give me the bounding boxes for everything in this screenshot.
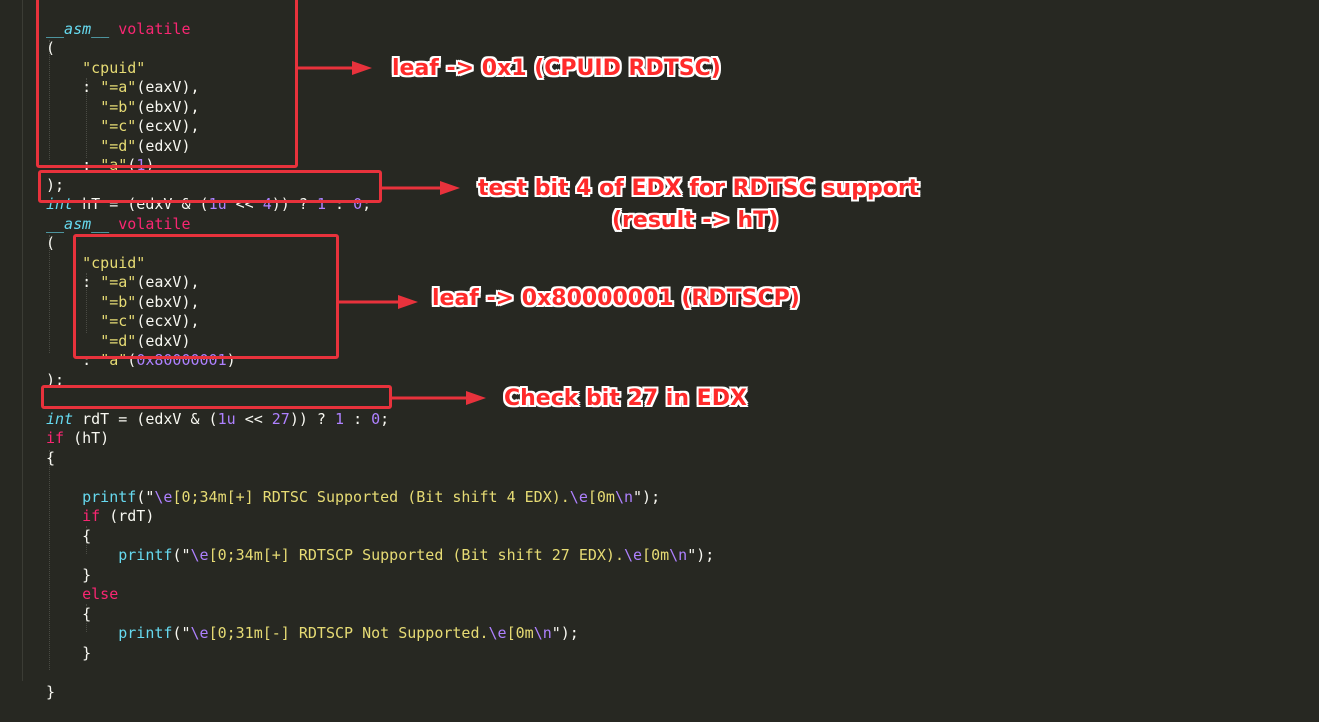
indent-guide bbox=[49, 40, 50, 160]
code-line bbox=[46, 468, 714, 488]
indent-guide bbox=[86, 273, 87, 333]
code-line: } bbox=[46, 682, 56, 701]
code-line bbox=[46, 663, 714, 683]
code-line: { bbox=[46, 448, 56, 467]
highlight-box-cpuid-leaf2 bbox=[73, 234, 339, 359]
code-line: "cpuid" bbox=[82, 58, 146, 77]
code-line: "cpuid" bbox=[82, 253, 146, 272]
annotation-bit27: Check bit 27 in EDX bbox=[504, 386, 747, 411]
code-line: ( bbox=[46, 39, 56, 57]
code-line: { bbox=[82, 604, 92, 623]
code-line: else bbox=[82, 585, 119, 603]
code-line: "=c"(ecxV), bbox=[100, 312, 200, 330]
code-line: "=c"(ecxV), bbox=[100, 117, 200, 135]
code-editor[interactable]: __asm__ volatile( "cpuid" : "=a"(eaxV), … bbox=[46, 0, 714, 722]
code-line: { bbox=[82, 526, 92, 545]
highlight-box-hT-line bbox=[38, 170, 382, 203]
code-line: } bbox=[82, 565, 92, 584]
code-line: int hT = (edxV & (1u << 4)) ? 1 : 0; bbox=[46, 195, 372, 213]
indent-guide bbox=[49, 450, 50, 670]
code-line: ( bbox=[46, 234, 56, 252]
code-line: "=b"(ebxV), bbox=[100, 292, 200, 311]
indent-guide bbox=[86, 526, 87, 554]
code-line: : "=a"(eaxV), bbox=[82, 78, 200, 96]
code-line: if (rdT) bbox=[82, 507, 155, 525]
annotation-bit4: test bit 4 of EDX for RDTSC support bbox=[478, 176, 920, 201]
indent-guide bbox=[86, 78, 87, 158]
code-line: printf("\e[0;31m[-] RDTSCP Not Supported… bbox=[118, 624, 579, 642]
editor-gutter-line bbox=[22, 0, 23, 681]
code-line: ); bbox=[46, 370, 65, 389]
code-line: : "=a"(eaxV), bbox=[82, 273, 200, 291]
indent-guide bbox=[86, 604, 87, 632]
arrow-icon bbox=[338, 295, 418, 309]
highlight-box-rdT-line bbox=[41, 385, 392, 409]
code-line: "=b"(ebxV), bbox=[100, 97, 200, 116]
code-line: } bbox=[82, 643, 92, 662]
code-line: "=d"(edxV) bbox=[100, 136, 191, 155]
code-line: printf("\e[0;34m[+] RDTSCP Supported (Bi… bbox=[118, 546, 715, 564]
code-line: printf("\e[0;34m[+] RDTSC Supported (Bit… bbox=[82, 487, 661, 506]
arrow-icon bbox=[296, 61, 372, 75]
indent-guide bbox=[49, 235, 50, 353]
highlight-box-cpuid-leaf1 bbox=[36, 0, 298, 168]
arrow-icon bbox=[380, 181, 460, 195]
code-line: int rdT = (edxV & (1u << 27)) ? 1 : 0; bbox=[46, 409, 390, 428]
code-line: __asm__ volatile bbox=[46, 214, 191, 233]
code-line: "=d"(edxV) bbox=[100, 331, 191, 350]
code-line: : "a"(0x80000001) bbox=[82, 351, 236, 369]
code-line: ); bbox=[46, 175, 65, 194]
annotation-leaf1: leaf -> 0x1 (CPUID RDTSC) bbox=[392, 56, 721, 81]
annotation-bit4-result: (result -> hT) bbox=[612, 208, 779, 233]
code-line: if (hT) bbox=[46, 429, 110, 447]
annotation-leaf2: leaf -> 0x80000001 (RDTSCP) bbox=[432, 286, 800, 311]
code-line: __asm__ volatile bbox=[46, 19, 191, 38]
arrow-icon bbox=[390, 391, 486, 405]
